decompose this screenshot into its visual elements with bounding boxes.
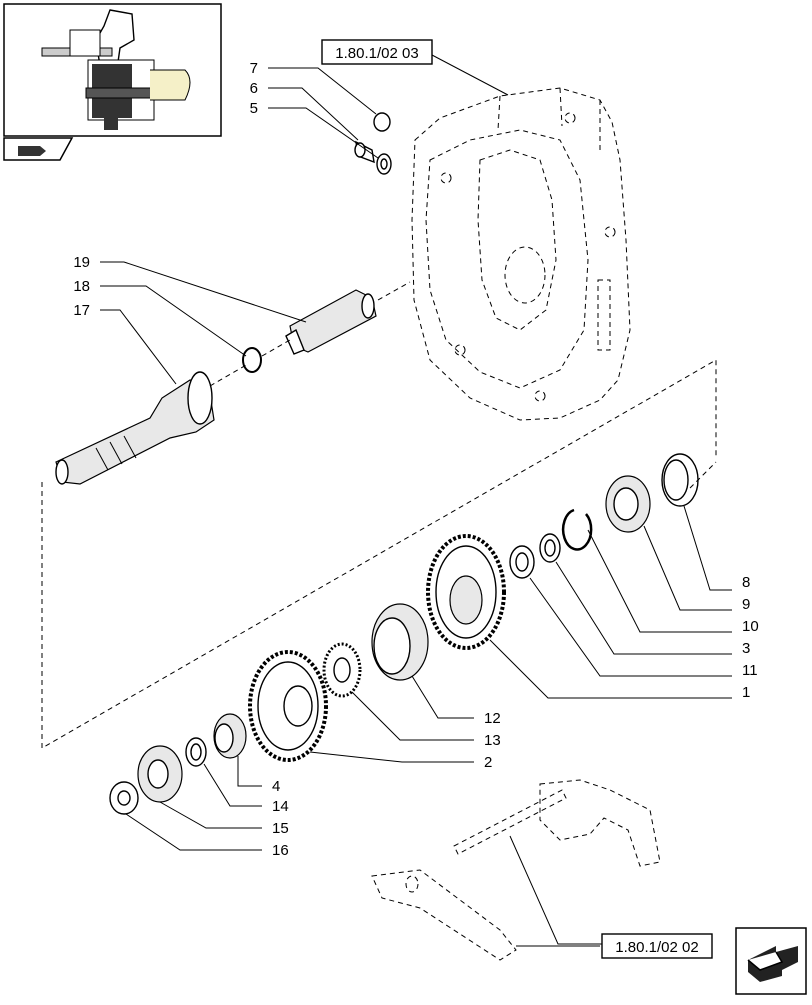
callout-19: 19: [73, 254, 90, 271]
part-3-washer: [539, 533, 561, 563]
housing-reference[interactable]: 1.80.1/02 03: [335, 45, 418, 62]
shift-fork-reference-box[interactable]: 1.80.1/02 02: [601, 933, 713, 959]
callout-2: 2: [484, 754, 492, 771]
callout-4: 4: [272, 778, 280, 795]
part-12-bushing: [371, 603, 429, 681]
callout-13: 13: [484, 732, 501, 749]
part-1-gear: [426, 534, 506, 650]
callout-14: 14: [272, 798, 289, 815]
part-6-bolt: [354, 140, 375, 164]
callout-5: 5: [250, 100, 258, 117]
part-18-snap-ring: [242, 347, 262, 373]
part-16-nut: [109, 781, 139, 815]
part-7-plug: [373, 112, 391, 132]
callout-6: 6: [250, 80, 258, 97]
part-9-bearing: [605, 475, 651, 533]
transmission-housing: [411, 87, 631, 421]
callout-7: 7: [250, 60, 258, 77]
part-11-spacer: [509, 545, 535, 579]
part-4-collar: [213, 713, 247, 759]
callout-3: 3: [742, 640, 750, 657]
callout-11: 11: [742, 662, 758, 679]
section-marker-icon: [3, 137, 74, 161]
part-14-washer: [185, 737, 207, 767]
housing-reference-box[interactable]: 1.80.1/02 03: [321, 39, 433, 65]
callout-15: 15: [272, 820, 289, 837]
callout-18: 18: [73, 278, 90, 295]
callout-9: 9: [742, 596, 750, 613]
part-17-main-shaft: [55, 371, 215, 485]
part-13-gear: [322, 642, 362, 698]
callout-1: 1: [742, 684, 750, 701]
callout-10: 10: [742, 618, 759, 635]
callout-16: 16: [272, 842, 289, 859]
callout-12: 12: [484, 710, 501, 727]
part-2-gear: [248, 650, 328, 762]
part-10-circlip: [561, 508, 593, 551]
next-page-arrow-icon[interactable]: [735, 927, 807, 995]
part-15-bearing: [137, 745, 183, 803]
callout-8: 8: [742, 574, 750, 591]
shift-fork-reference[interactable]: 1.80.1/02 02: [615, 939, 698, 956]
part-8-bearing-cup: [661, 453, 699, 507]
assembly-thumbnail-icon[interactable]: [3, 3, 222, 137]
part-5-washer: [376, 153, 392, 175]
shift-fork-assembly: [371, 779, 661, 961]
callout-17: 17: [73, 302, 90, 319]
part-19-shaft: [285, 289, 377, 355]
